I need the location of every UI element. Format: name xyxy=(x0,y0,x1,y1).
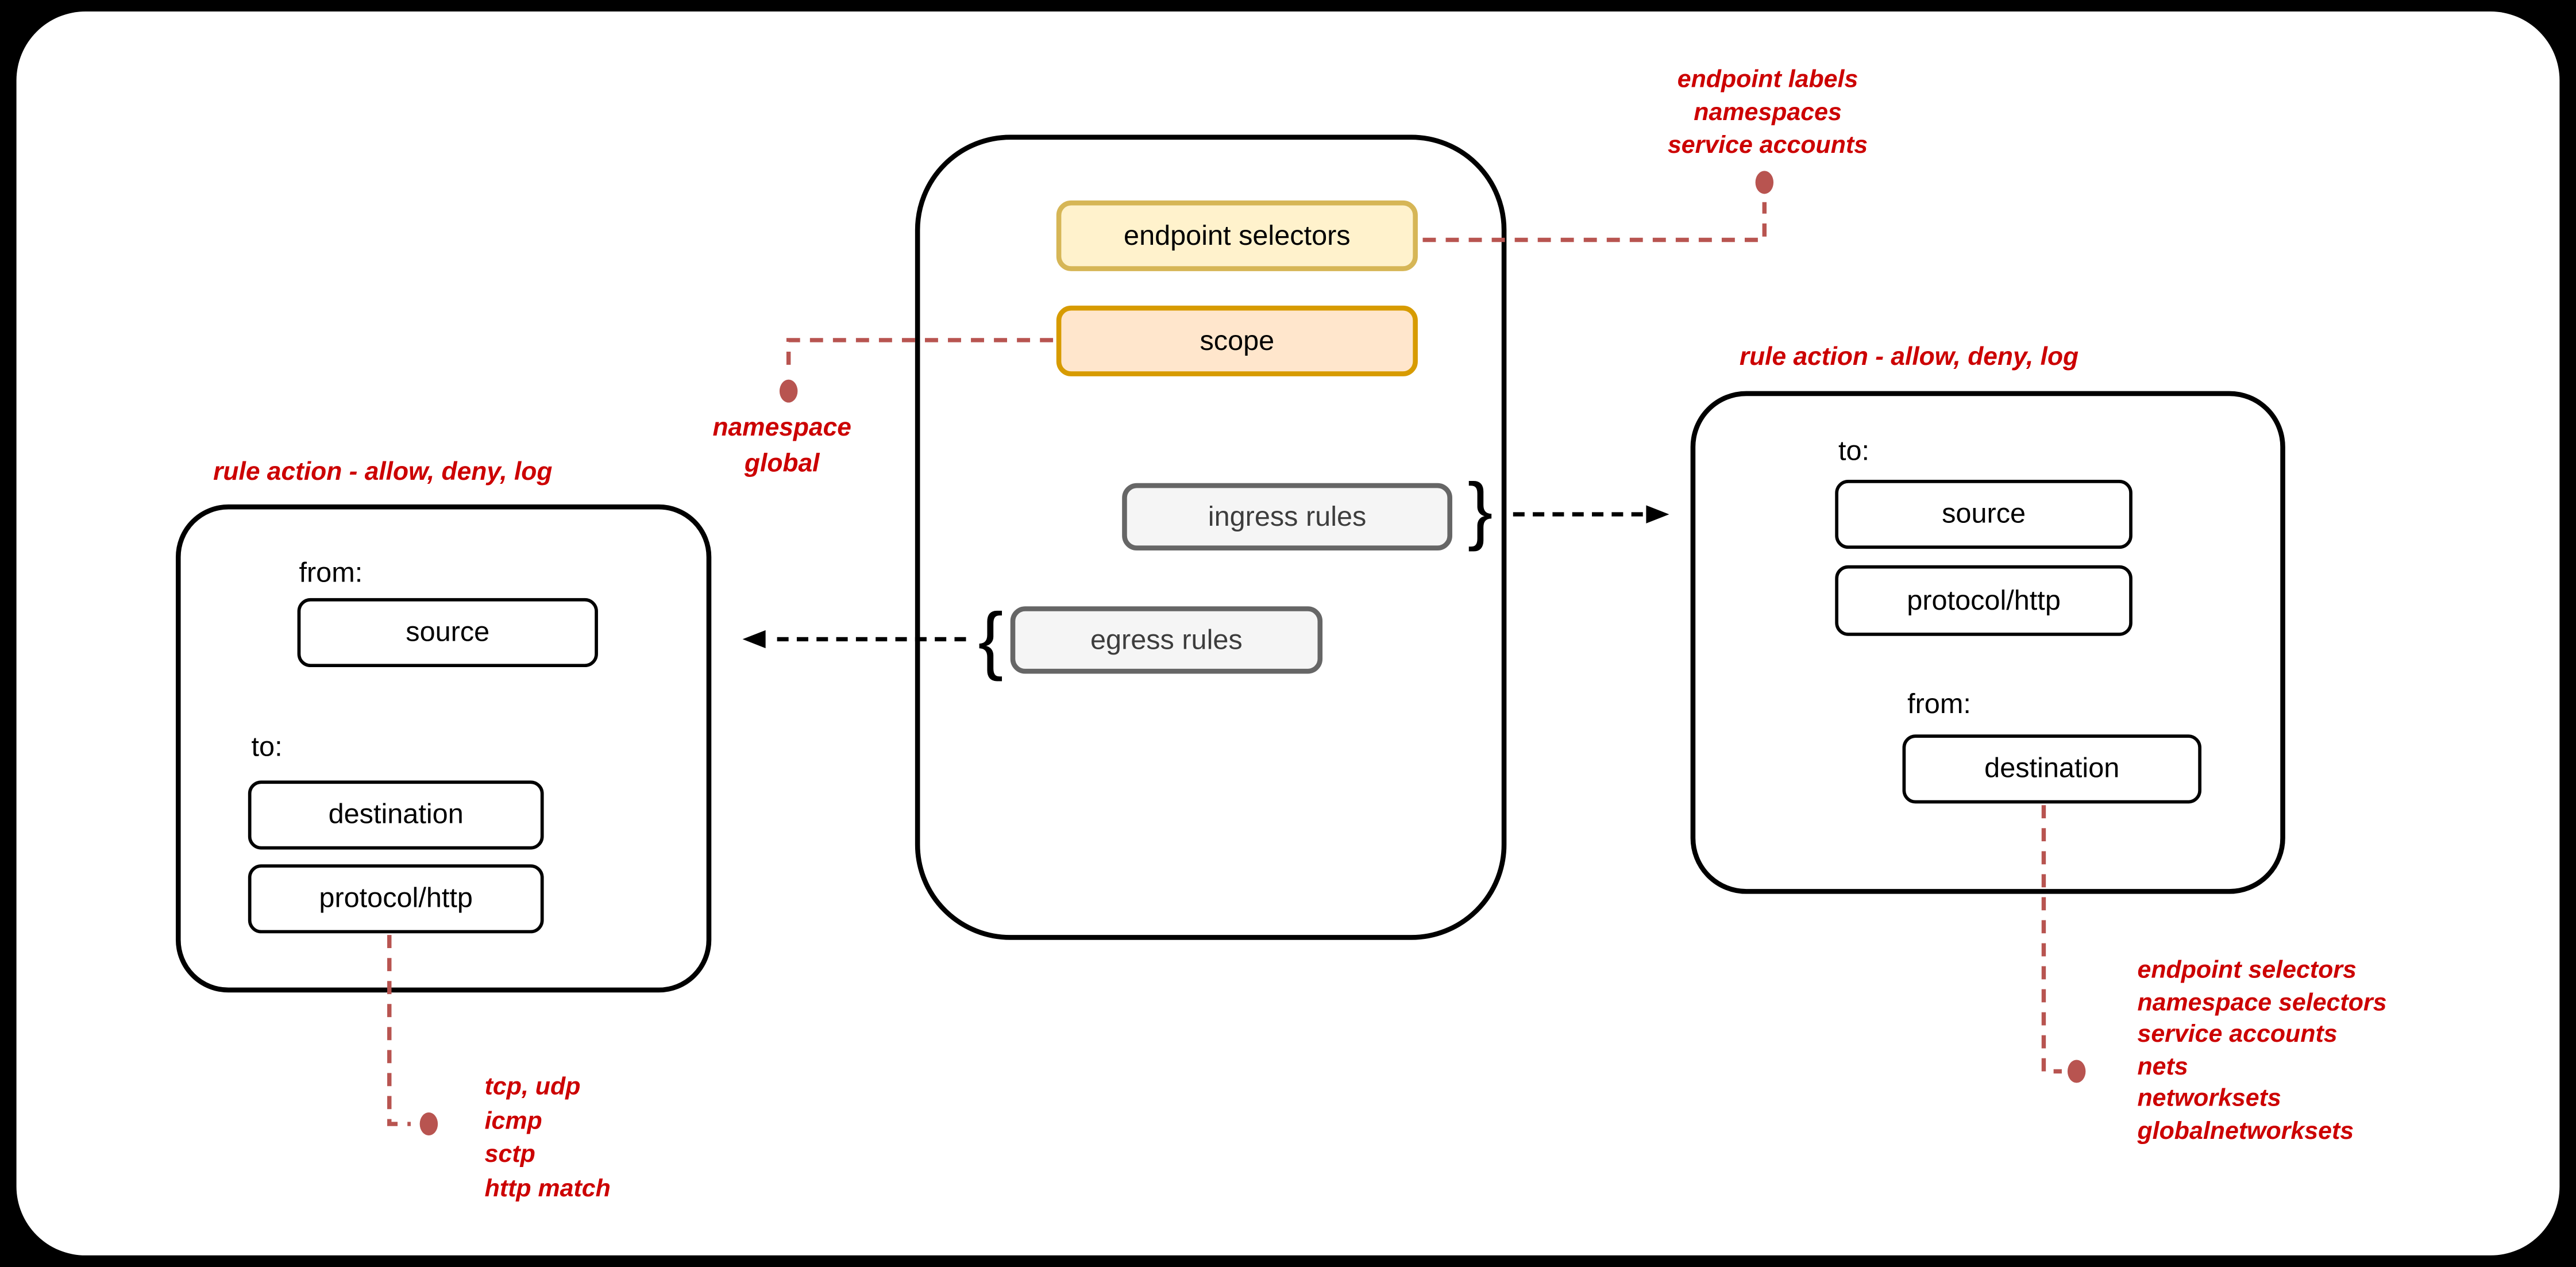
selectors-note-line: endpoint labels xyxy=(1677,66,1858,94)
egress-rules-label: egress rules xyxy=(1090,623,1243,655)
scope-note-line: namespace xyxy=(712,414,851,442)
ingress-rules-box: ingress rules xyxy=(1122,483,1452,550)
ingress-source-label: source xyxy=(1942,498,2026,529)
egress-from-label: from: xyxy=(299,557,363,588)
protocol-note-line: sctp xyxy=(484,1140,535,1169)
egress-rules-box: egress rules xyxy=(1010,606,1323,674)
destination-note-line: service accounts xyxy=(2137,1020,2338,1049)
ingress-protocol-box: protocol/http xyxy=(1835,565,2132,636)
ingress-destination-box: destination xyxy=(1902,734,2201,804)
selectors-note: endpoint labels namespaces service accou… xyxy=(1538,64,1998,163)
destination-note: endpoint selectors namespace selectors s… xyxy=(2137,954,2386,1147)
ingress-protocol-label: protocol/http xyxy=(1907,584,2061,615)
scope-note-line: global xyxy=(744,450,820,479)
ingress-source-box: source xyxy=(1835,480,2132,549)
destination-note-line: globalnetworksets xyxy=(2137,1116,2354,1145)
egress-protocol-label: protocol/http xyxy=(319,882,473,914)
ingress-rule-action-note: rule action - allow, deny, log xyxy=(1739,343,2079,372)
egress-protocol-box: protocol/http xyxy=(248,864,544,934)
protocol-note-line: tcp, udp xyxy=(484,1073,581,1101)
scope-note: namespace global xyxy=(667,411,897,483)
destination-note-line: nets xyxy=(2137,1052,2188,1081)
destination-note-line: namespace selectors xyxy=(2137,988,2387,1016)
scope-label: scope xyxy=(1200,324,1275,356)
ingress-destination-label: destination xyxy=(1984,752,2120,784)
protocol-note-line: icmp xyxy=(484,1107,542,1135)
egress-destination-label: destination xyxy=(328,798,464,830)
endpoint-selectors-box: endpoint selectors xyxy=(1056,200,1418,271)
egress-source-label: source xyxy=(406,616,490,648)
selectors-note-line: namespaces xyxy=(1694,98,1842,127)
egress-to-label: to: xyxy=(251,731,283,762)
selectors-note-line: service accounts xyxy=(1667,131,1868,160)
ingress-rules-label: ingress rules xyxy=(1208,500,1367,532)
destination-note-line: endpoint selectors xyxy=(2137,956,2357,984)
ingress-to-label: to: xyxy=(1838,435,1870,467)
ingress-brace: } xyxy=(1467,467,1493,552)
egress-brace: { xyxy=(978,596,1004,682)
protocol-note-line: http match xyxy=(484,1174,611,1202)
destination-note-line: networksets xyxy=(2137,1084,2281,1113)
protocol-note: tcp, udp icmp sctp http match xyxy=(485,1072,611,1206)
egress-rule-action-note: rule action - allow, deny, log xyxy=(213,458,553,487)
endpoint-selectors-label: endpoint selectors xyxy=(1124,219,1351,251)
ingress-rule-detail-box xyxy=(1690,391,2285,894)
scope-box: scope xyxy=(1056,305,1418,376)
egress-destination-box: destination xyxy=(248,780,544,850)
ingress-from-label: from: xyxy=(1907,688,1971,720)
egress-source-box: source xyxy=(297,598,598,668)
